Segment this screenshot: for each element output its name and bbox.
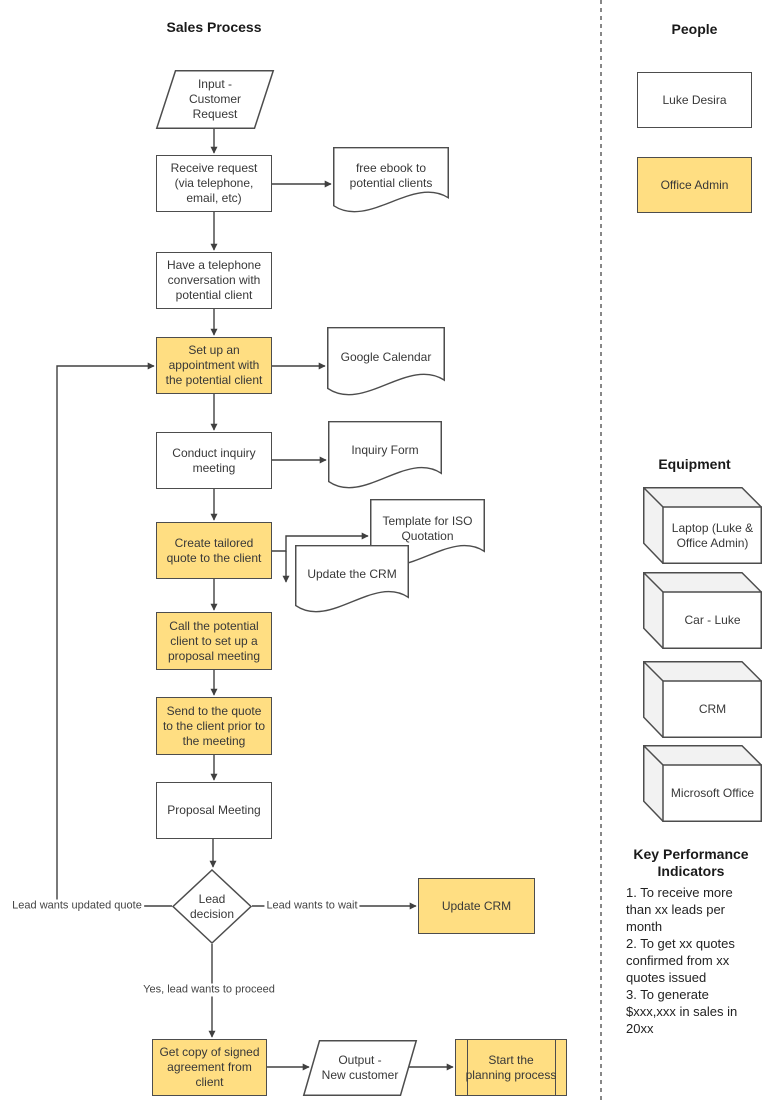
- node-conduct-inquiry: Conduct inquiry meeting: [156, 432, 272, 489]
- node-lead-decision: Lead decision: [171, 868, 253, 945]
- kpi-item: 3. To generate $xxx,xxx in sales in 20xx: [626, 987, 738, 1036]
- person-luke-desira: Luke Desira: [637, 72, 752, 128]
- cube-shape: [643, 572, 762, 649]
- cube-shape: [643, 661, 762, 738]
- node-output: Output - New customer: [302, 1040, 418, 1096]
- diagram-title: Sales Process: [166, 19, 262, 35]
- edge-label-updated-quote: Lead wants updated quote: [10, 899, 144, 913]
- edge-quote-template: [272, 532, 369, 552]
- cube-shape: [643, 745, 762, 822]
- parallelogram-shape: [302, 1040, 418, 1096]
- equipment-heading: Equipment: [658, 456, 731, 472]
- node-template-iso: Template for ISO Quotation: [370, 499, 485, 567]
- parallelogram-shape: [155, 70, 275, 129]
- predefined-process-bar: [467, 1040, 468, 1095]
- node-start-planning: Start the planning process: [455, 1039, 567, 1096]
- kpi-item: 2. To get xx quotes confirmed from xx qu…: [626, 936, 735, 985]
- kpi-heading: Key Performance Indicators: [633, 846, 749, 879]
- node-proposal-meeting: Proposal Meeting: [156, 782, 272, 839]
- node-telephone-conversation: Have a telephone conversation with poten…: [156, 252, 272, 309]
- cube-shape: [643, 487, 762, 564]
- decision-diamond-shape: [171, 868, 253, 945]
- edge-decision-loopback: [56, 362, 172, 907]
- node-update-crm-doc: Update the CRM: [295, 545, 409, 613]
- node-get-agreement: Get copy of signed agreement from client: [152, 1039, 267, 1096]
- node-send-quote: Send to the quote to the client prior to…: [156, 697, 272, 755]
- node-create-quote: Create tailored quote to the client: [156, 522, 272, 579]
- node-set-up-appointment: Set up an appointment with the potential…: [156, 337, 272, 394]
- edge-label-proceed: Yes, lead wants to proceed: [141, 983, 277, 997]
- equipment-microsoft-office: Microsoft Office: [643, 745, 762, 822]
- equipment-laptop: Laptop (Luke & Office Admin): [643, 487, 762, 564]
- predefined-process-bar: [555, 1040, 556, 1095]
- equipment-crm: CRM: [643, 661, 762, 738]
- document-shape: [328, 421, 442, 489]
- edge-label-wait: Lead wants to wait: [264, 899, 360, 913]
- people-heading: People: [671, 21, 718, 37]
- node-call-client: Call the potential client to set up a pr…: [156, 612, 272, 670]
- document-shape: [295, 545, 409, 613]
- node-free-ebook: free ebook to potential clients: [333, 147, 449, 213]
- document-shape: [327, 327, 445, 396]
- kpi-list: 1. To receive more than xx leads per mon…: [626, 884, 752, 1037]
- person-office-admin: Office Admin: [637, 157, 752, 213]
- node-input: Input - Customer Request: [155, 70, 275, 129]
- node-receive-request: Receive request (via telephone, email, e…: [156, 155, 272, 212]
- equipment-car: Car - Luke: [643, 572, 762, 649]
- node-inquiry-form: Inquiry Form: [328, 421, 442, 489]
- node-google-calendar: Google Calendar: [327, 327, 445, 396]
- kpi-item: 1. To receive more than xx leads per mon…: [626, 885, 733, 934]
- document-shape: [333, 147, 449, 213]
- node-update-crm-action: Update CRM: [418, 878, 535, 934]
